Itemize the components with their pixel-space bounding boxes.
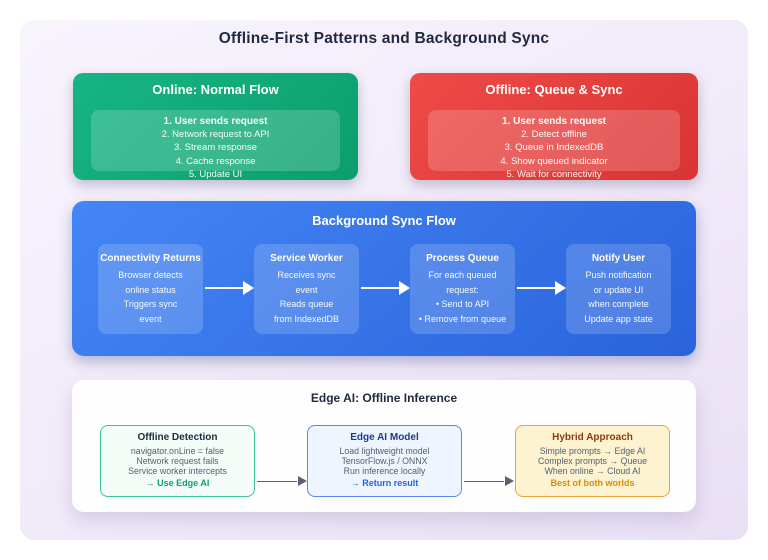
edge-ai-line: navigator.onLine = false <box>130 446 225 456</box>
sync-stage-line: Push notification <box>585 270 652 280</box>
arrow-right-icon <box>257 476 307 487</box>
edge-ai-line: Load lightweight model <box>339 446 430 456</box>
edge-ai-line: TensorFlow.js / ONNX <box>341 456 428 467</box>
sync-stage-title: Service Worker <box>270 253 343 264</box>
sync-stage-line: Update app state <box>584 313 653 324</box>
sync-stage-line: Receives sync <box>277 270 336 280</box>
sync-stage-line: Triggers sync <box>123 299 178 309</box>
sync-stage-line: from IndexedDB <box>273 313 340 324</box>
edge-ai-box-title: Edge AI Model <box>350 432 419 443</box>
online-step: 4. Cache response <box>175 155 256 167</box>
edge-ai-highlight: Best of both worlds <box>550 477 635 488</box>
edge-ai-line: Simple prompts → Edge AI <box>539 446 646 456</box>
offline-step: 1. User sends request <box>502 116 606 127</box>
online-step: 5. Update UI <box>188 168 243 180</box>
online-flow-card: Online: Normal Flow 1. User sends reques… <box>73 73 358 180</box>
edge-ai-box-title: Hybrid Approach <box>552 432 633 443</box>
sync-stage-line: For each queued <box>428 270 497 280</box>
edge-ai-panel: Edge AI: Offline Inference Offline Detec… <box>72 380 696 512</box>
sync-stage-process-queue: Process Queue For each queued request: •… <box>410 244 515 334</box>
sync-stage-line: online status <box>125 284 176 295</box>
online-steps-panel: 1. User sends request 2. Network request… <box>91 110 340 180</box>
online-flow-title: Online: Normal Flow <box>152 82 279 97</box>
arrow-right-icon <box>517 281 566 295</box>
online-step: 1. User sends request <box>163 116 268 127</box>
offline-step: 4. Show queued indicator <box>500 155 608 167</box>
diagram-canvas: Offline-First Patterns and Background Sy… <box>20 20 748 540</box>
edge-ai-title: Edge AI: Offline Inference <box>310 391 458 405</box>
sync-stage-line: • Remove from queue <box>418 313 507 324</box>
edge-ai-box-offline-detection: Offline Detection navigator.onLine = fal… <box>100 425 255 497</box>
sync-stage-notify-user: Notify User Push notification or update … <box>566 244 671 334</box>
sync-stage-line: Browser detects <box>118 270 183 280</box>
sync-stage-line: event <box>139 313 162 324</box>
edge-ai-highlight: → Use Edge AI <box>145 477 210 488</box>
offline-flow-title: Offline: Queue & Sync <box>485 82 623 97</box>
edge-ai-highlight: → Return result <box>350 477 419 488</box>
offline-step: 3. Queue in IndexedDB <box>504 142 604 154</box>
diagram-title: Offline-First Patterns and Background Sy… <box>218 30 550 47</box>
sync-stage-line: Reads queue <box>279 299 334 309</box>
edge-ai-box-hybrid: Hybrid Approach Simple prompts → Edge AI… <box>515 425 670 497</box>
sync-stage-title: Notify User <box>591 253 646 264</box>
edge-ai-line: Run inference locally <box>343 466 426 477</box>
offline-steps-panel: 1. User sends request 2. Detect offline … <box>428 110 680 180</box>
sync-stage-line: • Send to API <box>435 299 490 309</box>
sync-stage-line: request: <box>446 284 479 295</box>
arrow-right-icon <box>464 476 514 487</box>
sync-stage-line: when complete <box>588 299 649 309</box>
arrow-right-icon <box>361 281 410 295</box>
sync-stage-line: or update UI <box>593 284 644 295</box>
sync-stage-title: Process Queue <box>426 253 499 264</box>
background-sync-title: Background Sync Flow <box>312 213 456 228</box>
online-step: 2. Network request to API <box>161 129 270 141</box>
offline-step: 5. Wait for connectivity <box>506 168 602 180</box>
online-step: 3. Stream response <box>174 142 257 154</box>
arrow-right-icon <box>205 281 254 295</box>
offline-step: 2. Detect offline <box>521 129 587 141</box>
edge-ai-box-title: Offline Detection <box>137 432 218 443</box>
edge-ai-line: Service worker intercepts <box>128 466 227 477</box>
edge-ai-line: Complex prompts → Queue <box>537 456 648 467</box>
offline-flow-card: Offline: Queue & Sync 1. User sends requ… <box>410 73 698 180</box>
sync-stage-line: event <box>295 284 318 295</box>
edge-ai-box-model: Edge AI Model Load lightweight model Ten… <box>307 425 462 497</box>
sync-stage-service-worker: Service Worker Receives sync event Reads… <box>254 244 359 334</box>
edge-ai-line: Network request fails <box>136 456 219 467</box>
sync-stage-connectivity-returns: Connectivity Returns Browser detects onl… <box>98 244 203 334</box>
edge-ai-line: When online → Cloud AI <box>544 466 641 477</box>
background-sync-panel: Background Sync Flow Connectivity Return… <box>72 201 696 356</box>
sync-stage-title: Connectivity Returns <box>100 253 201 264</box>
